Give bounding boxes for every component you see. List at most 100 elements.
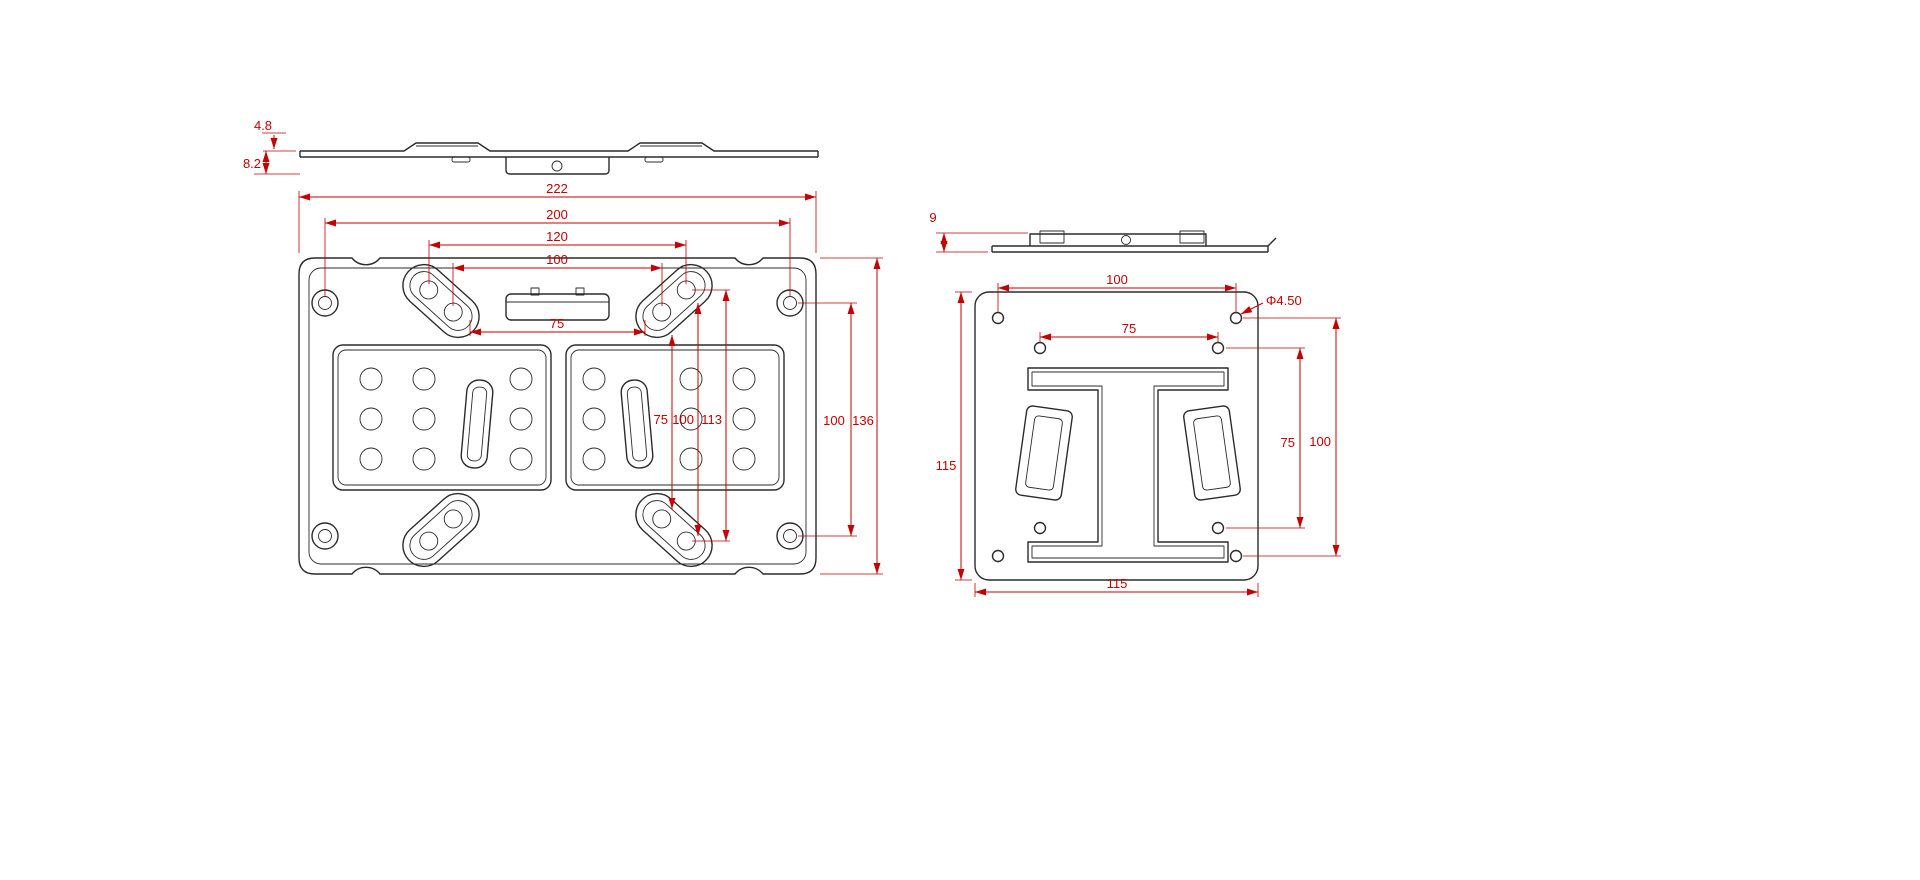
small-profile-raised <box>1029 233 1207 246</box>
dim-width-slots-inner: 100 <box>452 252 663 306</box>
vent-hole <box>412 407 436 431</box>
recess-slot-right <box>620 379 654 469</box>
vent-holes-right <box>582 367 756 471</box>
vent-hole <box>679 367 703 391</box>
small-inner-hole <box>1033 521 1047 535</box>
dim-text-width-slots-inner: 100 <box>546 252 568 267</box>
plate-inner-contour <box>308 267 807 565</box>
vent-hole <box>359 407 383 431</box>
small-corner-hole <box>991 311 1005 325</box>
vesa-slot-top-right <box>626 255 722 347</box>
dim-height-slots-min: 75 <box>654 335 676 509</box>
small-corner-hole <box>1229 311 1243 325</box>
dim-text-width-slots-outer: 120 <box>546 229 568 244</box>
dim-small-width-inner: 75 <box>1039 321 1219 343</box>
profile-center-tab <box>505 157 610 175</box>
bracket-tab-right <box>575 287 585 296</box>
dim-text-width-slots-min: 75 <box>550 316 564 331</box>
corner-hole-inner <box>783 529 797 543</box>
small-plate-outline <box>974 291 1259 581</box>
small-profile-lip <box>1267 237 1277 252</box>
dim-text-small-height-inner: 75 <box>1281 435 1295 450</box>
dim-small-width-overall: 115 <box>974 576 1259 597</box>
dim-small-width-holes: 100 <box>997 272 1237 313</box>
bracket-body <box>505 293 610 321</box>
dim-small-height-holes: 100 <box>1243 317 1341 557</box>
small-profile-clip-right <box>1179 230 1205 244</box>
vesa-slot-bottom-right <box>626 484 722 576</box>
corner-hole-inner <box>318 529 332 543</box>
dim-text-height-overall: 136 <box>852 413 874 428</box>
dim-text-height-slots-min: 75 <box>654 412 668 427</box>
vent-hole <box>582 407 606 431</box>
dim-thickness-total: 8.2 <box>243 151 300 175</box>
small-inner-hole <box>1211 341 1225 355</box>
dim-text-thickness-total: 8.2 <box>243 156 261 171</box>
groove-outline <box>1027 367 1229 563</box>
profile-clip-left <box>451 156 471 163</box>
vesa-slot-top-left <box>393 255 489 347</box>
small-profile-clip-left <box>1039 230 1065 244</box>
small-slot-left <box>1015 405 1073 501</box>
vent-hole <box>412 447 436 471</box>
dim-height-overall: 136 <box>820 257 883 575</box>
recess-slot-left <box>460 379 494 469</box>
vent-hole <box>582 447 606 471</box>
dim-text-small-width-holes: 100 <box>1106 272 1128 287</box>
recess-outline <box>332 344 552 491</box>
dim-text-small-height-overall: 115 <box>936 458 957 473</box>
dim-width-slots-outer: 120 <box>428 229 687 284</box>
recess-left <box>332 344 552 491</box>
dim-thickness-top: 4.8 <box>254 118 296 152</box>
vent-hole <box>582 367 606 391</box>
dim-small-hole-dia: Φ4.50 <box>1240 293 1302 315</box>
small-slot-right <box>1183 405 1241 501</box>
corner-hole-inner <box>783 296 797 310</box>
dim-small-height-inner: 75 <box>1226 347 1305 529</box>
vent-hole <box>412 367 436 391</box>
dim-text-width-overall: 222 <box>546 181 568 196</box>
profile-top-edge <box>300 142 818 152</box>
dim-text-thickness-top: 4.8 <box>254 118 272 133</box>
vent-hole <box>679 447 703 471</box>
dim-text-height-holes: 100 <box>823 413 845 428</box>
dim-text-small-width-overall: 115 <box>1107 576 1128 591</box>
dim-text-width-holes: 200 <box>546 207 568 222</box>
profile-end-caps <box>299 151 819 157</box>
dim-small-thickness: 9 <box>929 210 1028 253</box>
corner-hole-inner <box>318 296 332 310</box>
vent-hole <box>732 367 756 391</box>
front-view-small: 100 Φ4.50 75 115 75 100 115 <box>936 272 1341 597</box>
vent-holes-left <box>359 367 533 471</box>
groove-inner <box>1031 371 1225 559</box>
dim-text-small-width-inner: 75 <box>1122 321 1136 336</box>
dim-text-small-height-holes: 100 <box>1309 434 1331 449</box>
small-profile-hole <box>1121 235 1131 245</box>
dim-text-small-thickness: 9 <box>929 210 936 225</box>
dim-width-slots-min: 75 <box>469 316 646 336</box>
side-view-small: 9 <box>929 210 1277 253</box>
vent-hole <box>732 407 756 431</box>
vent-hole <box>359 447 383 471</box>
small-corner-hole <box>991 549 1005 563</box>
vent-hole <box>509 367 533 391</box>
bracket-tab-left <box>530 287 540 296</box>
dim-height-holes: 100 <box>798 302 857 537</box>
vent-hole <box>509 447 533 471</box>
vent-hole <box>359 367 383 391</box>
dim-height-slots-inner: 100 <box>672 303 702 536</box>
dim-text-small-hole-dia: Φ4.50 <box>1266 293 1302 308</box>
vent-hole <box>732 447 756 471</box>
profile-tab-hole <box>551 160 563 172</box>
small-inner-hole <box>1211 521 1225 535</box>
dim-width-overall: 222 <box>298 181 817 253</box>
dim-text-height-slots-inner: 100 <box>672 412 694 427</box>
plate-outline <box>298 257 817 575</box>
center-bracket <box>505 287 610 321</box>
dim-small-height-overall: 115 <box>936 291 972 581</box>
recess-inner <box>337 349 547 486</box>
vent-hole <box>509 407 533 431</box>
side-view-main: 4.8 8.2 <box>243 118 819 175</box>
